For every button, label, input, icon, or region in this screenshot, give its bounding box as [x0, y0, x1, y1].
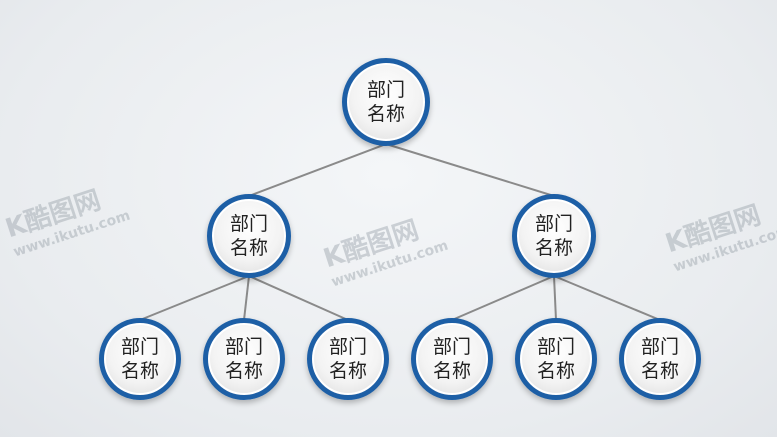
org-node-left: 部门名称 [207, 194, 291, 278]
node-label: 部门名称 [230, 212, 268, 260]
node-label-line2: 名称 [432, 360, 471, 382]
node-label: 部门名称 [329, 335, 367, 383]
org-node-l2: 部门名称 [203, 318, 285, 400]
connector-line [451, 275, 555, 321]
node-label: 部门名称 [225, 335, 263, 383]
org-node-l3: 部门名称 [307, 318, 389, 400]
connector-line [139, 275, 250, 321]
node-label-line1: 部门 [432, 336, 471, 358]
node-label-line1: 部门 [229, 213, 268, 235]
node-label-line2: 名称 [640, 360, 679, 382]
node-label-line2: 名称 [328, 360, 367, 382]
org-node-root: 部门名称 [342, 58, 430, 146]
node-label-line1: 部门 [366, 79, 405, 101]
node-label: 部门名称 [641, 335, 679, 383]
node-label-line1: 部门 [534, 213, 573, 235]
node-label-line2: 名称 [536, 360, 575, 382]
node-label: 部门名称 [433, 335, 471, 383]
node-label-line1: 部门 [536, 336, 575, 358]
org-node-r3: 部门名称 [619, 318, 701, 400]
node-label: 部门名称 [535, 212, 573, 260]
node-label: 部门名称 [537, 335, 575, 383]
node-label-line2: 名称 [366, 103, 405, 125]
org-node-r1: 部门名称 [411, 318, 493, 400]
node-label-line1: 部门 [640, 336, 679, 358]
org-node-l1: 部门名称 [99, 318, 181, 400]
node-label: 部门名称 [367, 78, 405, 126]
connector-line [553, 275, 661, 321]
connector-line [248, 275, 349, 321]
connector-line [553, 275, 557, 321]
node-label-line2: 名称 [224, 360, 263, 382]
node-label-line1: 部门 [328, 336, 367, 358]
node-label-line1: 部门 [120, 336, 159, 358]
node-label-line2: 名称 [120, 360, 159, 382]
node-label-line1: 部门 [224, 336, 263, 358]
connector-line [248, 143, 387, 197]
node-label-line2: 名称 [229, 237, 268, 259]
org-node-right: 部门名称 [512, 194, 596, 278]
node-label: 部门名称 [121, 335, 159, 383]
connector-line [385, 143, 555, 197]
connector-line [243, 275, 250, 321]
node-label-line2: 名称 [534, 237, 573, 259]
org-node-r2: 部门名称 [515, 318, 597, 400]
